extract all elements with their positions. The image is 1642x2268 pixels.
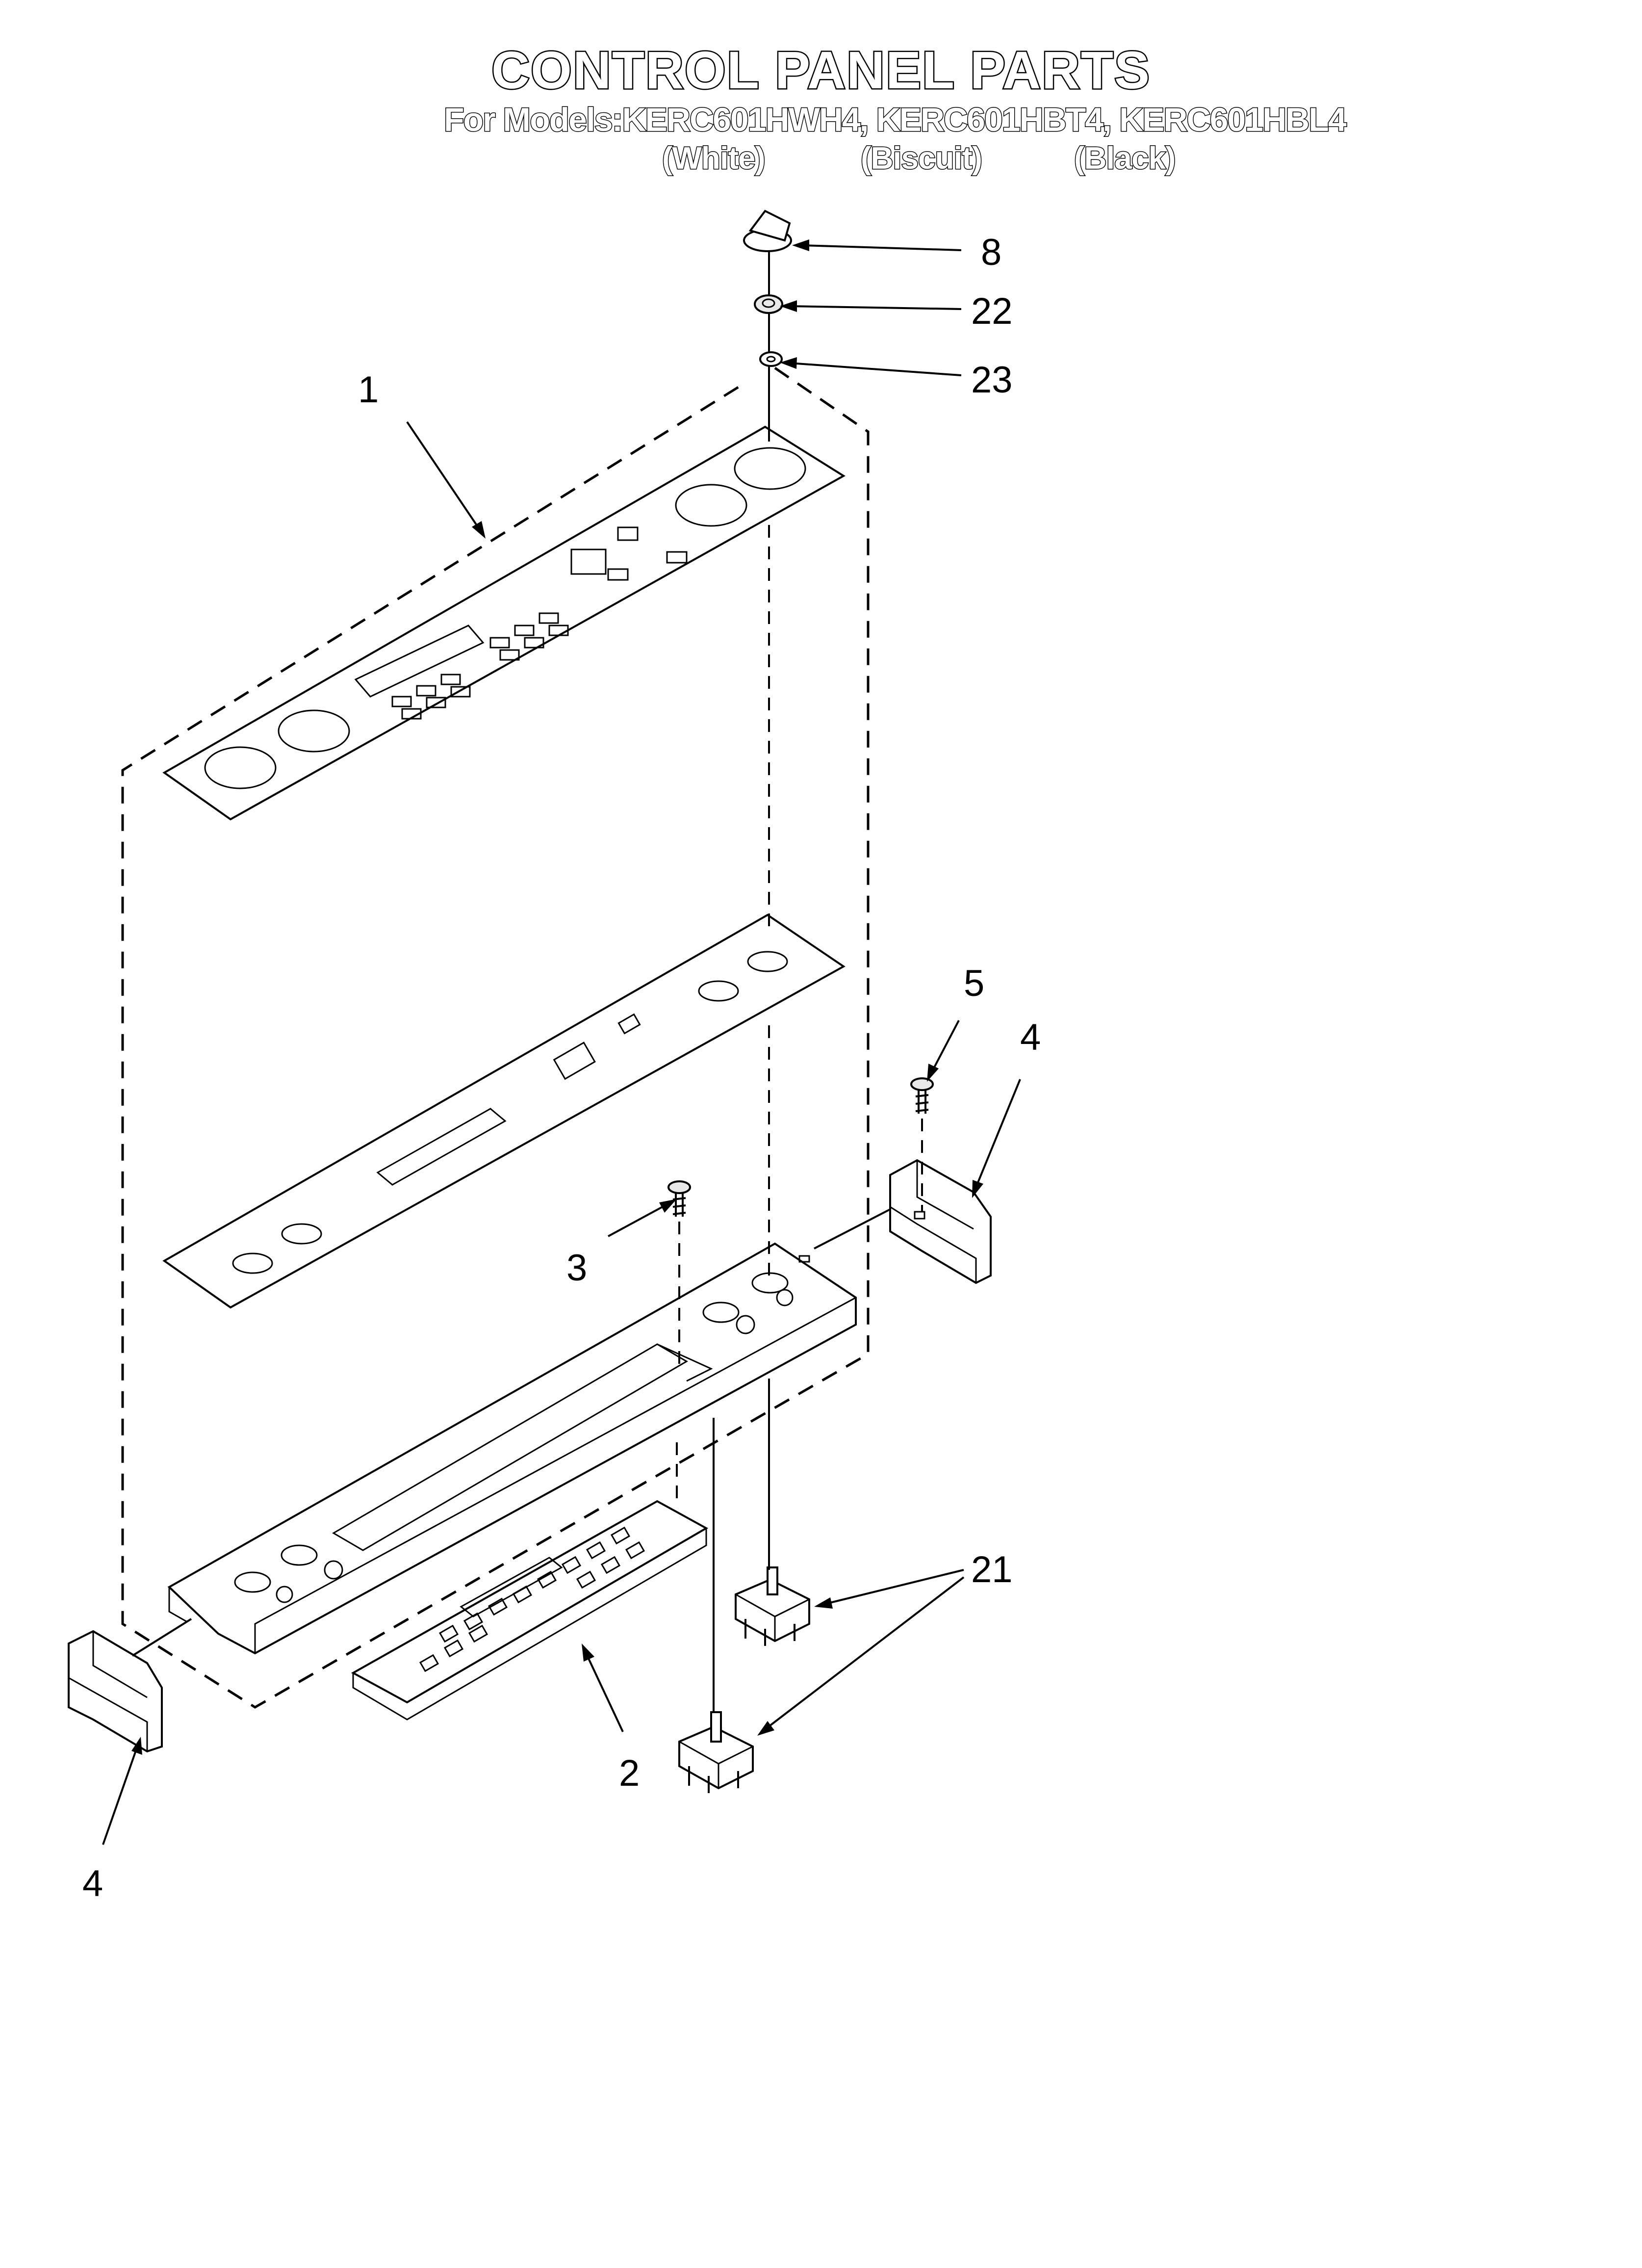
- screw-part-3: [667, 1180, 691, 1217]
- model-list: For Models:KERC601HWH4, KERC601HBT4, KER…: [443, 101, 1348, 139]
- infinite-switch-upper: [735, 1566, 810, 1646]
- variant-white: (White): [662, 140, 767, 177]
- display-opening: [332, 1343, 688, 1551]
- hex-nut: [754, 294, 783, 314]
- washer: [759, 351, 783, 367]
- infinite-switch-lower: [678, 1711, 754, 1793]
- callout-1: 1: [358, 369, 379, 411]
- control-panel-insulation: [162, 913, 846, 1309]
- callout-3: 3: [566, 1247, 587, 1289]
- callout-5: 5: [964, 963, 984, 1004]
- screw-part-5: [910, 1077, 934, 1114]
- end-cap-left: [68, 1630, 163, 1753]
- end-cap-right: [889, 1159, 992, 1284]
- callout-8: 8: [981, 232, 1001, 273]
- diagram-header: CONTROL PANEL PARTS For Models:KERC601HW…: [0, 0, 1642, 186]
- callout-4-right: 4: [1020, 1017, 1041, 1058]
- callout-2: 2: [619, 1752, 640, 1794]
- control-panel-console: [167, 1242, 857, 1655]
- callout-23: 23: [971, 359, 1013, 401]
- variant-biscuit: (Biscuit): [860, 140, 983, 177]
- assembly-outline: [121, 366, 870, 1709]
- leader-lines: [102, 239, 1021, 1845]
- knob-hole-pattern: [204, 447, 806, 789]
- callout-22: 22: [971, 290, 1013, 332]
- variant-black: (Black): [1073, 140, 1176, 177]
- display-window: [354, 625, 485, 698]
- electronic-control-board: [351, 1500, 709, 1721]
- control-knob: [743, 209, 792, 252]
- page-title: CONTROL PANEL PARTS: [490, 39, 1151, 101]
- callout-21: 21: [971, 1549, 1013, 1590]
- keypad-buttons: [391, 526, 688, 720]
- control-panel-overlay: [162, 425, 846, 821]
- callout-4-left: 4: [82, 1863, 103, 1904]
